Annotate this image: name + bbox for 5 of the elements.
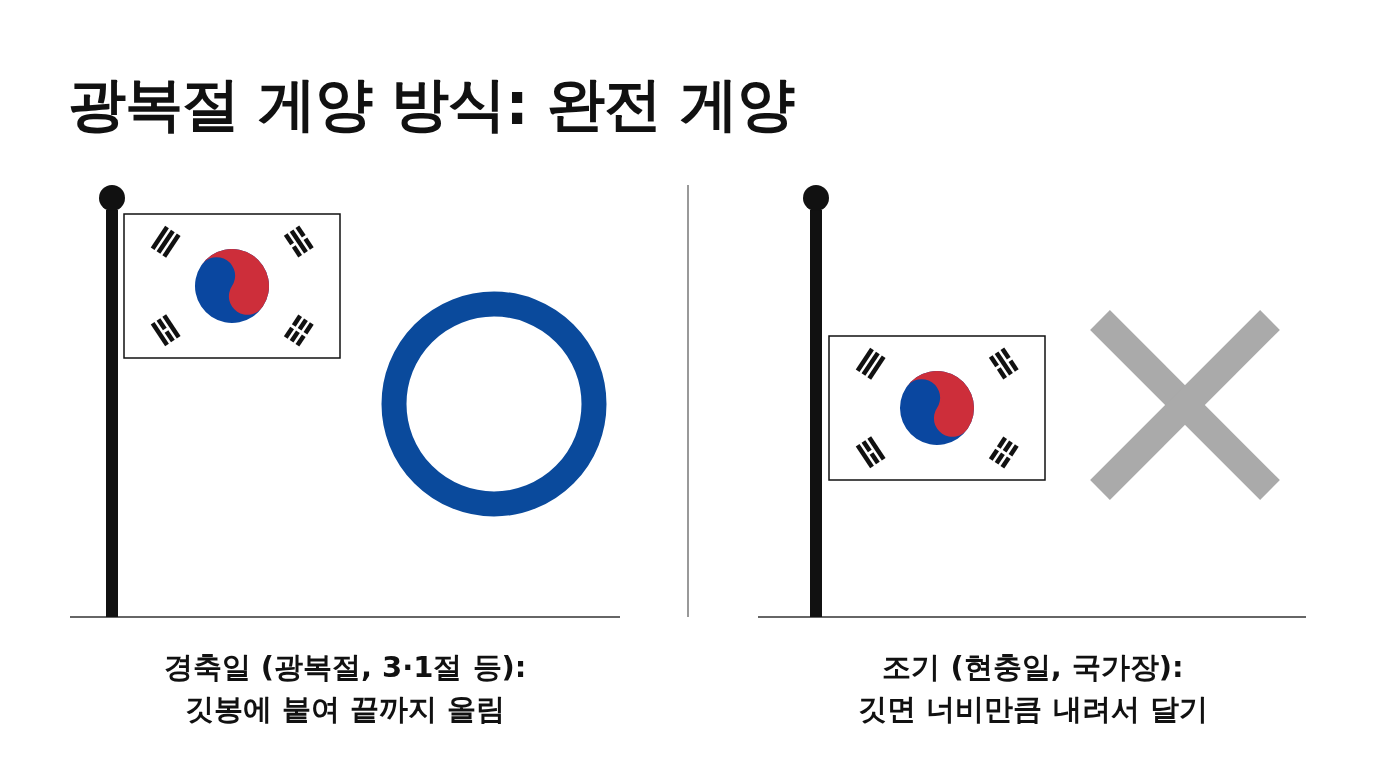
title: 광복절 게양 방식: 완전 게양 (68, 69, 794, 140)
caption-text: 깃봉에 붙여 끝까지 올림 (184, 691, 506, 728)
caption-heading: 경축일 (광복절, 3·1절 등): (163, 649, 527, 686)
caption-text: 깃면 너비만큼 내려서 달기 (858, 691, 1208, 728)
caption-heading: 조기 (현충일, 국가장): (882, 649, 1184, 686)
